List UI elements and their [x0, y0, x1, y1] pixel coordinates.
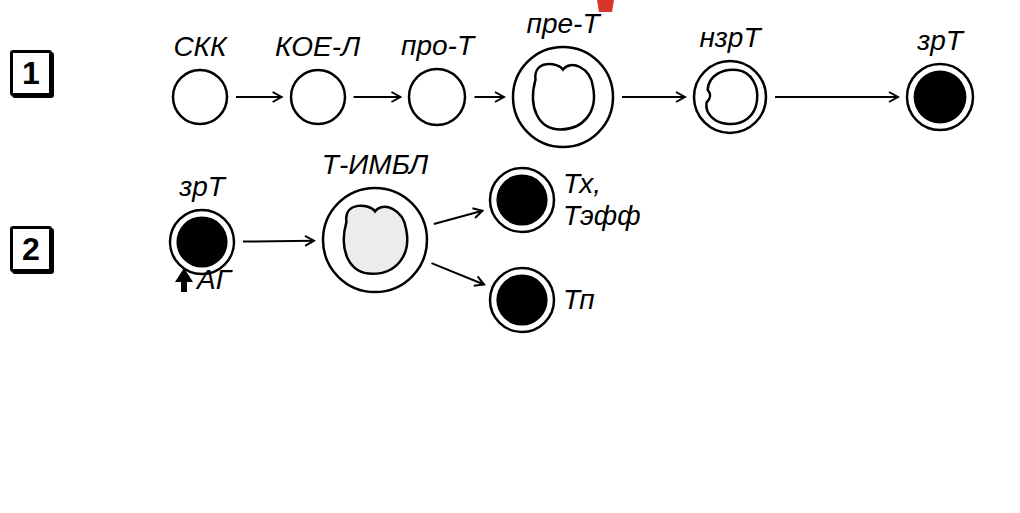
- arrow-connector: [431, 263, 484, 284]
- cell-label: Т-ИМБЛ: [322, 149, 428, 181]
- cell-label: КОЕ-Л: [275, 31, 360, 63]
- arrow-connector: [775, 96, 898, 98]
- cell-label: зрТ: [917, 25, 963, 57]
- cell-shape: [406, 66, 468, 128]
- cell-outline: [406, 66, 468, 128]
- cell-shape: [510, 44, 616, 150]
- cell-shape: [691, 58, 769, 136]
- cell-outline: [170, 67, 230, 127]
- cell-circle: нзрТ: [691, 22, 769, 136]
- cell-outline: [320, 185, 430, 295]
- cell-label: зрТ: [179, 171, 225, 203]
- label-column: Тп: [563, 284, 595, 316]
- arrow-connector: [236, 96, 282, 98]
- cell-label: СКК: [173, 31, 226, 63]
- cell-circle: СКК: [170, 31, 230, 127]
- cell-circle: КОЕ-Л: [275, 31, 360, 127]
- label-column: Тх,Тэфф: [563, 168, 641, 232]
- cell-shape: [487, 265, 557, 335]
- cell-label: про-Т: [401, 30, 474, 62]
- cell-shape: [288, 67, 348, 127]
- cell-shape: [320, 185, 430, 295]
- cell-circle: зрТ: [167, 171, 237, 277]
- antigen-label: АГ: [197, 264, 231, 296]
- cell-circle: пре-Т: [510, 8, 616, 150]
- cell-outline: [510, 44, 616, 150]
- arrow-connector: [434, 211, 483, 224]
- cell-label: Тэфф: [563, 200, 641, 232]
- cell-outline: [904, 61, 976, 133]
- arrow-connector: [474, 96, 504, 98]
- cell-circle: зрТ: [904, 25, 976, 133]
- step-number-box: 2: [10, 226, 52, 272]
- cell-label: пре-Т: [527, 8, 600, 40]
- arrow-connector: [622, 96, 685, 98]
- cell-circle: Тх,Тэфф: [487, 165, 641, 235]
- cell-shape: [487, 165, 557, 235]
- cell-label: Тх,: [563, 168, 601, 200]
- cell-outline: [288, 67, 348, 127]
- cell-label: Тп: [563, 284, 595, 316]
- cell-circle: Тп: [487, 265, 595, 335]
- cell-circle: Т-ИМБЛ: [320, 149, 430, 295]
- cell-shape: [904, 61, 976, 133]
- cell-label: нзрТ: [699, 22, 760, 54]
- step-number-box: 1: [10, 50, 52, 96]
- arrow-connector: [243, 240, 314, 243]
- cell-outline: [691, 58, 769, 136]
- cell-circle: про-Т: [401, 30, 474, 128]
- cell-shape: [170, 67, 230, 127]
- step-number: 2: [22, 231, 40, 267]
- red-mark: [597, 0, 614, 12]
- cell-outline: [487, 265, 557, 335]
- cell-outline: [487, 165, 557, 235]
- step-number: 1: [22, 55, 40, 91]
- arrow-connector: [354, 96, 401, 98]
